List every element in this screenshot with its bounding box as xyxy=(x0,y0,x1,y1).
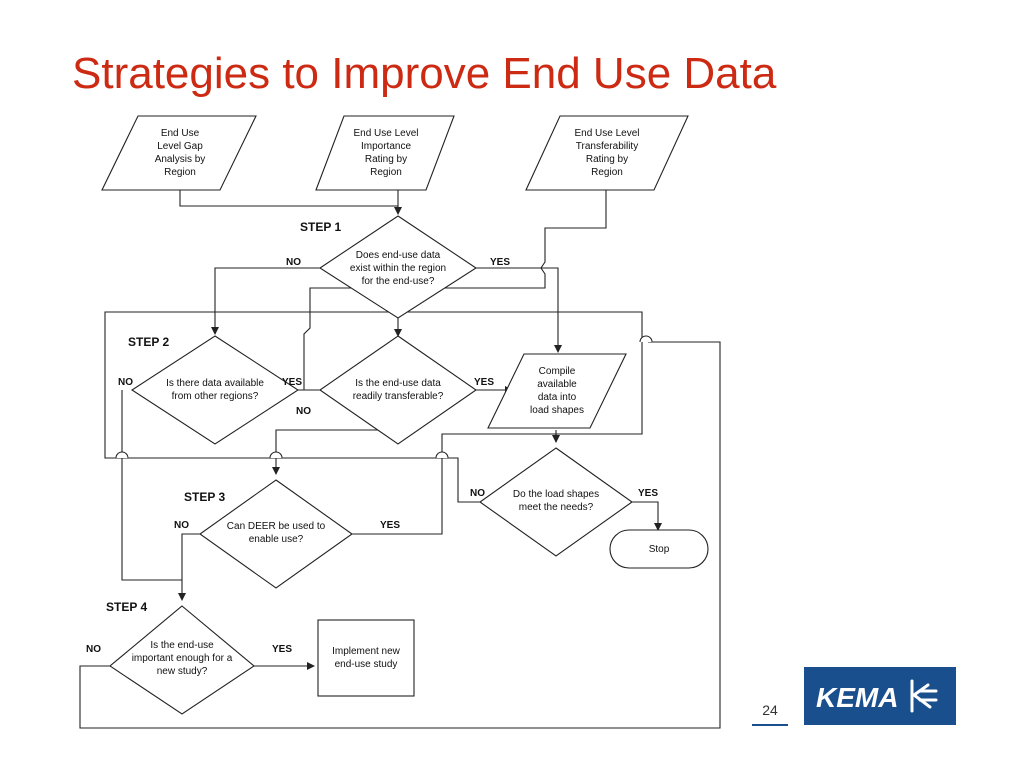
input-importance-rating xyxy=(315,115,455,191)
logo-text: KEMA xyxy=(816,682,898,713)
hop-2 xyxy=(269,451,283,459)
connector-deer-no xyxy=(178,533,200,601)
input-transferability-line-3: Rating by xyxy=(586,154,628,165)
input-gap-line-1: End Use xyxy=(161,128,200,139)
decision-transferable xyxy=(319,335,477,445)
hop-4 xyxy=(639,335,653,343)
input-transferability-line-2: Transferability xyxy=(576,141,638,152)
input-transferability-line-4: Region xyxy=(591,167,623,178)
input-transferability-line-1: End Use Level xyxy=(574,128,639,139)
connector-exist-yes xyxy=(476,267,562,353)
kema-logo: KEMA xyxy=(804,667,956,725)
connector-gap-to-step1 xyxy=(179,190,398,207)
connector-exist-no xyxy=(211,267,320,335)
connector-transferability-to-compile xyxy=(298,190,607,391)
step-2-label: STEP 2 xyxy=(128,335,169,349)
step-1-label: STEP 1 xyxy=(300,220,341,234)
kema-arrows-icon xyxy=(910,679,938,713)
label-yes-important: YES xyxy=(272,644,292,655)
input-gap-analysis xyxy=(101,115,257,191)
label-no-other: NO xyxy=(118,377,133,388)
label-no-important: NO xyxy=(86,644,101,655)
decision-important-line-3: new study? xyxy=(157,666,208,677)
label-yes-meets: YES xyxy=(638,488,658,499)
step-3-label: STEP 3 xyxy=(184,490,225,504)
terminal-stop xyxy=(609,529,709,569)
stop-label: Stop xyxy=(649,544,670,555)
connector-meets-yes xyxy=(632,501,662,531)
decision-other-line-2: from other regions? xyxy=(172,391,259,402)
connector-other-no xyxy=(121,390,182,581)
input-importance-line-1: End Use Level xyxy=(353,128,418,139)
compile-line-4: load shapes xyxy=(530,405,584,416)
input-gap-line-3: Analysis by xyxy=(155,154,206,165)
decision-important-line-1: Is the end-use xyxy=(150,640,214,651)
decision-important-line-2: important enough for a xyxy=(132,653,233,664)
input-importance-line-4: Region xyxy=(370,167,402,178)
connector-meets-no-loop xyxy=(104,311,643,503)
decision-meets-line-1: Do the load shapes xyxy=(513,489,599,500)
decision-meets-line-2: meet the needs? xyxy=(519,502,594,513)
label-yes-transferable: YES xyxy=(474,377,494,388)
line-hops xyxy=(115,335,653,459)
implement-line-1: Implement new xyxy=(332,646,401,657)
label-yes-exist: YES xyxy=(490,257,510,268)
input-transferability-rating xyxy=(525,115,689,191)
page-number-underline xyxy=(752,724,788,726)
decision-meets-needs xyxy=(479,447,633,557)
page-number: 24 xyxy=(762,702,778,718)
decision-exist xyxy=(318,215,478,319)
step-4-label: STEP 4 xyxy=(106,600,147,614)
decision-exist-line-2: exist within the region xyxy=(350,263,446,274)
decision-other-line-1: Is there data available xyxy=(166,378,264,389)
hop-3 xyxy=(435,451,449,459)
decision-transferable-line-2: readily transferable? xyxy=(353,391,444,402)
label-yes-deer: YES xyxy=(380,520,400,531)
label-yes-other: YES xyxy=(282,377,302,388)
compile-line-2: available xyxy=(537,379,577,390)
decision-transferable-line-1: Is the end-use data xyxy=(355,378,441,389)
label-no-transferable: NO xyxy=(296,406,311,417)
compile-line-3: data into xyxy=(538,392,577,403)
slide-title: Strategies to Improve End Use Data xyxy=(72,49,777,98)
compile-line-1: Compile xyxy=(539,366,576,377)
hop-1 xyxy=(115,451,129,459)
connector-important-no-loop xyxy=(79,341,721,729)
connector-transferable-no xyxy=(272,429,399,475)
decision-exist-line-3: for the end-use? xyxy=(362,276,435,287)
label-no-meets: NO xyxy=(470,488,485,499)
process-implement-study xyxy=(317,619,415,697)
input-importance-line-3: Rating by xyxy=(365,154,407,165)
label-no-exist: NO xyxy=(286,257,301,268)
decision-other-regions xyxy=(130,335,300,445)
implement-line-2: end-use study xyxy=(335,659,398,670)
decision-important xyxy=(109,605,255,715)
logo-background xyxy=(804,667,956,725)
connector-deer-yes xyxy=(352,433,556,535)
input-importance-line-2: Importance xyxy=(361,141,411,152)
decision-deer xyxy=(199,479,353,589)
process-compile xyxy=(487,353,627,429)
decision-exist-line-1: Does end-use data xyxy=(356,250,441,261)
decision-deer-line-1: Can DEER be used to xyxy=(227,521,326,532)
decision-deer-line-2: enable use? xyxy=(249,534,304,545)
label-no-deer: NO xyxy=(174,520,189,531)
input-gap-line-4: Region xyxy=(164,167,196,178)
input-gap-line-2: Level Gap xyxy=(157,141,203,152)
